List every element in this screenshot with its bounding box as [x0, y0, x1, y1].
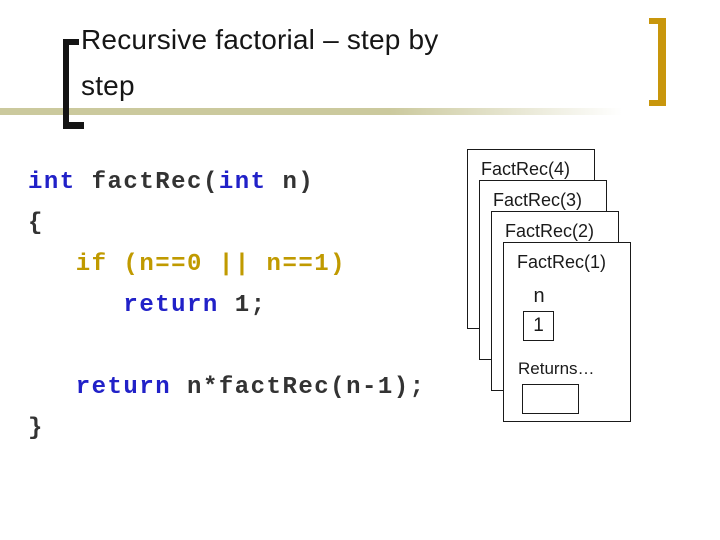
slide-title-line1: Recursive factorial – step by — [81, 24, 439, 55]
bracket-bar — [658, 18, 666, 106]
code-line — [28, 326, 426, 367]
code-token: n) — [266, 169, 315, 196]
bracket-arm — [63, 122, 84, 129]
code-token: if (n==0 || n==1) — [75, 251, 347, 278]
right-bracket-icon — [649, 18, 666, 106]
code-token: int — [218, 169, 267, 196]
code-token: { — [28, 210, 44, 237]
bracket-bar — [63, 39, 69, 129]
code-line: int factRec(int n) — [28, 162, 426, 203]
param-value-box: 1 — [523, 311, 554, 341]
bracket-arm — [649, 100, 666, 106]
stack-frame-label: FactRec(2) — [505, 221, 595, 241]
slide-title: Recursive factorial – step by step — [81, 17, 621, 109]
return-value-box — [522, 384, 579, 414]
code-token: int — [28, 169, 76, 196]
code-token — [28, 292, 123, 319]
code-token — [28, 251, 76, 278]
slide-title-line2: step — [81, 70, 135, 101]
bracket-arm — [649, 18, 666, 24]
code-line: } — [28, 408, 426, 449]
left-bracket-icon — [63, 39, 85, 129]
title-underline-rule — [0, 108, 648, 115]
code-token: n*factRec(n-1); — [171, 374, 426, 401]
code-line: { — [28, 203, 426, 244]
code-token: return — [123, 292, 219, 319]
code-token: 1; — [218, 292, 267, 319]
code-token — [28, 374, 76, 401]
code-line: if (n==0 || n==1) — [28, 244, 426, 285]
code-line: return 1; — [28, 285, 426, 326]
code-token: } — [28, 415, 44, 442]
returns-label: Returns… — [518, 359, 595, 378]
param-name-label: n — [533, 285, 545, 307]
stack-frame-label: FactRec(4) — [481, 159, 571, 179]
code-block: int factRec(int n) { if (n==0 || n==1) re… — [28, 162, 426, 449]
stack-frame-label: FactRec(1) — [517, 252, 607, 272]
bracket-arm — [63, 39, 79, 45]
code-line: return n*factRec(n-1); — [28, 367, 426, 408]
code-token: return — [75, 374, 172, 401]
code-token: factRec( — [75, 169, 219, 196]
stack-frame-label: FactRec(3) — [493, 190, 583, 210]
